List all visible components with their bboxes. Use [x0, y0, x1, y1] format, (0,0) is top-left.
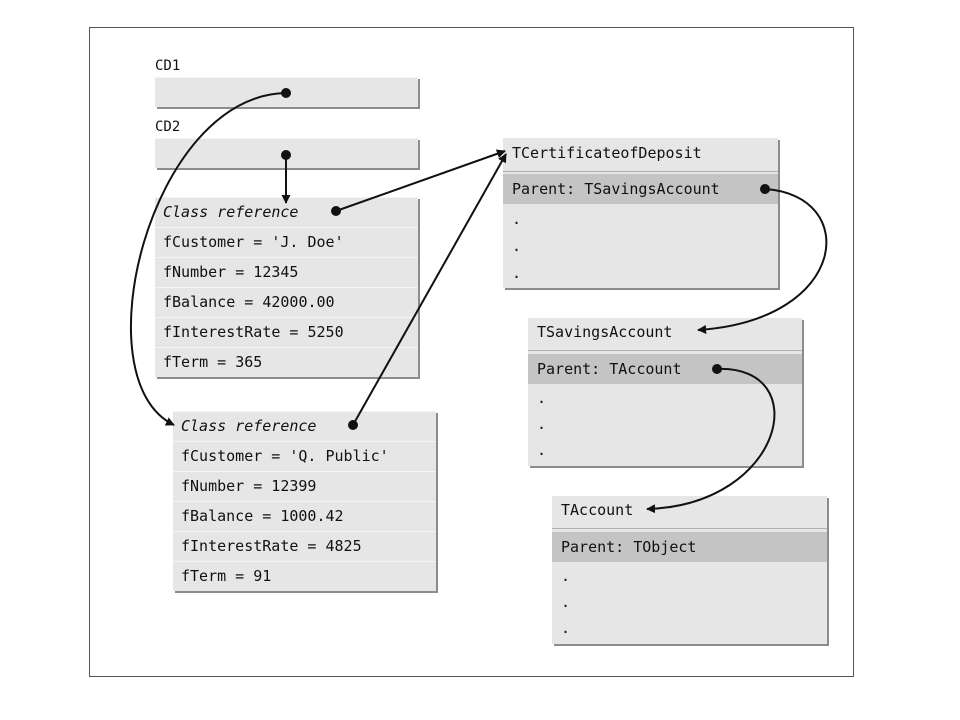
cd2-label: CD2	[155, 119, 181, 135]
pointer-dot-cd2	[281, 150, 291, 160]
pointer-dot-savings-parent	[712, 364, 722, 374]
instance-qpublic-field-customer: fCustomer = 'Q. Public'	[173, 441, 436, 471]
arrow-tcertificate-to-tsavings	[697, 188, 828, 334]
class-account-name: TAccount	[561, 501, 634, 519]
pointer-dot-jdoe-classref	[331, 206, 341, 216]
arrow-cd1-to-qpublic	[130, 92, 287, 426]
class-savings-dot-2: .	[537, 415, 547, 433]
class-savings-dot-3: .	[537, 441, 547, 459]
class-account-dot-1: .	[561, 567, 571, 585]
instance-jdoe-field-balance: fBalance = 42000.00	[155, 287, 418, 317]
class-tsavingsaccount: TSavingsAccount Parent: TAccount . . .	[528, 318, 802, 466]
class-savings-name: TSavingsAccount	[537, 323, 673, 341]
class-account-dot-2: .	[561, 593, 571, 611]
arrow-qpublic-to-tcertificate	[352, 153, 507, 426]
pointer-dot-cd-parent	[760, 184, 770, 194]
class-taccount: TAccount Parent: TObject . . .	[552, 496, 827, 644]
instance-qpublic-field-interest: fInterestRate = 4825	[173, 531, 436, 561]
cd1-label: CD1	[155, 58, 181, 74]
class-cd-dot-3: .	[512, 264, 522, 282]
class-account-dot-3: .	[561, 619, 571, 637]
class-cd-dot-2: .	[512, 237, 522, 255]
instance-jdoe-field-customer: fCustomer = 'J. Doe'	[155, 227, 418, 257]
instance-qpublic-class-reference: Class reference	[173, 411, 436, 441]
pointer-dot-cd1	[281, 88, 291, 98]
arrow-jdoe-to-tcertificate	[335, 149, 506, 212]
pointer-dot-qpublic-classref	[348, 420, 358, 430]
instance-qpublic-field-number: fNumber = 12399	[173, 471, 436, 501]
class-cd-name: TCertificateofDeposit	[512, 144, 702, 162]
arrow-tsavings-to-taccount	[646, 367, 776, 514]
class-savings-dot-1: .	[537, 389, 547, 407]
class-cd-dot-1: .	[512, 210, 522, 228]
instance-qpublic: Class reference fCustomer = 'Q. Public' …	[173, 411, 436, 594]
instance-qpublic-field-balance: fBalance = 1000.42	[173, 501, 436, 531]
instance-jdoe-field-interest: fInterestRate = 5250	[155, 317, 418, 347]
instance-jdoe: Class reference fCustomer = 'J. Doe' fNu…	[155, 197, 418, 380]
instance-jdoe-field-number: fNumber = 12345	[155, 257, 418, 287]
instance-qpublic-field-term: fTerm = 91	[173, 561, 436, 591]
instance-jdoe-field-term: fTerm = 365	[155, 347, 418, 377]
class-account-parent: Parent: TObject	[552, 532, 827, 562]
class-tcertificateofdeposit: TCertificateofDeposit Parent: TSavingsAc…	[503, 138, 778, 288]
class-cd-parent: Parent: TSavingsAccount	[503, 174, 778, 204]
